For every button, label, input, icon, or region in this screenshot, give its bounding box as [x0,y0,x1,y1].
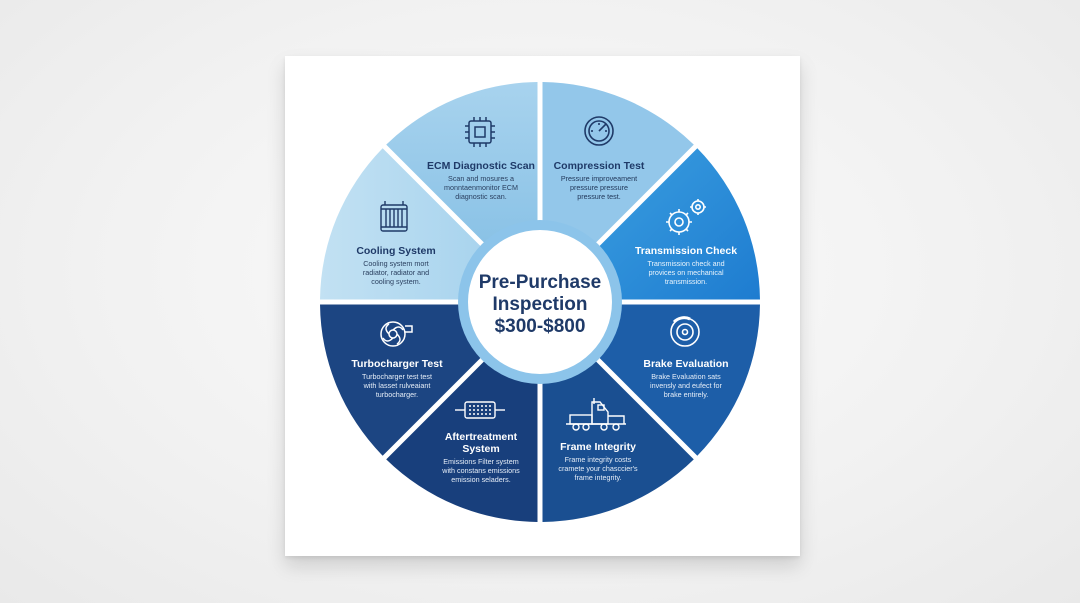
turbo-desc-2: with lasset rulveaiant [363,381,431,390]
ecm-desc-3: diagnostic scan. [455,192,507,201]
turbo-desc-1: Turbocharger test test [362,372,432,381]
center-title-line1: Pre-Purchase [479,272,602,293]
cooling-desc-1: Cooling system mort [363,259,429,268]
gauge-icon [584,116,614,146]
segment-brake-evaluation [598,304,760,456]
cooling-desc-3: cooling system. [371,277,421,286]
frame-title: Frame Integrity [560,441,636,453]
frame-desc-1: Frame integrity costs [565,455,632,464]
turbo-desc-3: turbocharger. [376,390,418,399]
brake-title: Brake Evaluation [643,358,728,370]
radiator-icon [380,201,408,232]
brake-desc-3: brake entirely. [664,390,709,399]
center-title-line2: Inspection [492,294,587,315]
frame-desc-2: cramete your chasccier's [558,464,638,473]
frame-desc-3: frame integrity. [575,473,622,482]
turbo-icon [380,321,413,347]
brake-desc-2: invensly and eufect for [650,381,723,390]
segments-layer [320,82,760,522]
segment-turbocharger-test [320,304,482,456]
transmission-desc-3: transmission. [665,277,707,286]
aftertreatment-desc-1: Emissions Filter system [443,457,518,466]
aftertreatment-title-line2: System [462,443,499,455]
compression-title: Compression Test [554,160,645,172]
compression-desc-3: pressure test. [577,192,621,201]
ecm-desc-1: Scan and mosures a [448,174,514,183]
transmission-title: Transmission Check [635,245,737,257]
segment-transmission-check [598,148,760,300]
ecm-desc-2: monntaenmonitor ECM [444,183,518,192]
brake-desc-1: Brake Evaluation sats [651,372,721,381]
aftertreatment-title-line1: Aftertreatment [445,431,518,443]
transmission-desc-2: provices on mechanical [648,268,724,277]
ecm-title: ECM Diagnostic Scan [427,160,535,172]
transmission-desc-1: Transmission check and [647,259,724,268]
center-disc [468,230,612,374]
cooling-desc-2: radiator, radiator and [363,268,429,277]
cooling-title: Cooling System [356,245,435,257]
aftertreatment-desc-3: emission seladers. [451,475,511,484]
turbo-title: Turbocharger Test [351,358,443,370]
segment-ecm-diagnostic-scan [386,82,538,244]
aftertreatment-desc-2: with constans emissions [441,466,520,475]
segment-frame-integrity [542,360,694,522]
segment-compression-test [542,82,694,244]
brake-disc-icon [670,316,700,347]
truck-icon [566,398,626,431]
center-price: $300-$800 [495,316,586,337]
chip-icon [465,117,495,147]
compression-desc-1: Pressure improveament [561,174,637,183]
segment-cooling-system [320,148,482,300]
segment-aftertreatment-system [386,360,538,522]
compression-desc-2: pressure pressure [570,183,628,192]
emissions-filter-icon [455,401,505,419]
gears-icon [666,199,706,235]
